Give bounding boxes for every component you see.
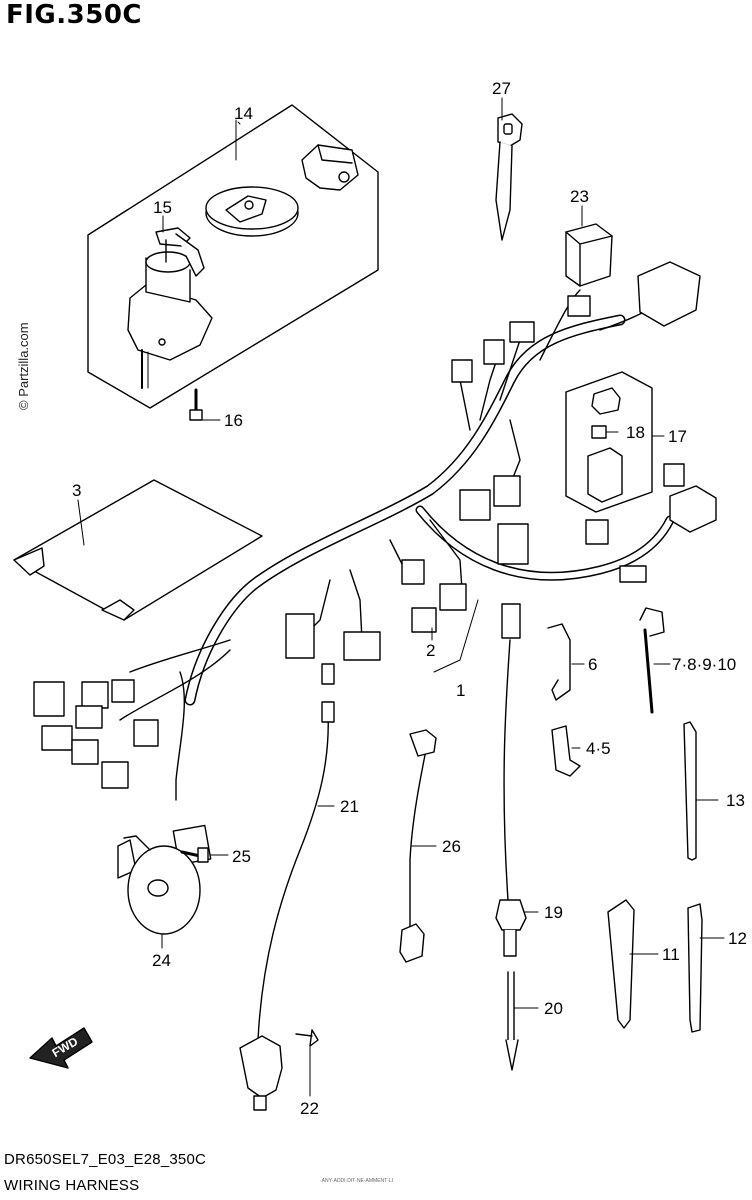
- switch-cable: [495, 603, 527, 1071]
- seat-lock-part: [301, 144, 359, 191]
- fuel-cap-part: [205, 186, 299, 237]
- callout-19: 19: [544, 903, 563, 922]
- figure-code: DR650SEL7_E03_E28_350C: [4, 1151, 207, 1168]
- relay-part: [565, 223, 613, 287]
- figure-title: FIG.350C: [6, 0, 143, 30]
- ignition-switch-part: [127, 227, 213, 389]
- callout-labels: 27 14 15 16 23 18 17 3 2 1 6 7·8·9·10 4·…: [72, 79, 747, 1118]
- horn-part: [117, 835, 209, 935]
- callout-20: 20: [544, 999, 563, 1018]
- callout-21: 21: [340, 797, 359, 816]
- callout-25: 25: [232, 847, 251, 866]
- callout-2: 2: [426, 641, 435, 660]
- callout-6: 6: [588, 655, 597, 674]
- callout-12: 12: [728, 929, 747, 948]
- callout-26: 26: [442, 837, 461, 856]
- callout-24: 24: [152, 951, 171, 970]
- lead-wires: [257, 701, 437, 1041]
- small-print: ·ANY·ADDI·DIT·NE·AMMENT·LI: [320, 1178, 394, 1184]
- callout-16: 16: [224, 411, 243, 430]
- callout-14: 14: [234, 104, 253, 123]
- callout-22: 22: [300, 1099, 319, 1118]
- leader-lines: [77, 97, 725, 1097]
- callout-7-8-9-10: 7·8·9·10: [672, 655, 736, 674]
- callout-4-5: 4·5: [586, 739, 611, 758]
- main-harness-part: [119, 289, 675, 801]
- callout-11: 11: [662, 945, 680, 964]
- callout-15: 15: [153, 198, 172, 217]
- forward-direction-arrow: FWD: [29, 1027, 93, 1069]
- figure-name: WIRING HARNESS: [4, 1177, 140, 1194]
- callout-1: 1: [456, 681, 465, 700]
- callout-18: 18: [626, 423, 645, 442]
- cable-ties: [607, 899, 703, 1033]
- key-blank-part: [495, 113, 523, 241]
- callout-13: 13: [726, 791, 745, 810]
- bolt-16-part: [189, 388, 203, 421]
- fuse-box-frame: [565, 371, 653, 513]
- sensor-part: [239, 1029, 319, 1111]
- callout-17: 17: [668, 427, 687, 446]
- manual-sheet-part: [13, 479, 263, 621]
- callout-23: 23: [570, 187, 589, 206]
- callout-27: 27: [492, 79, 511, 98]
- clamp-parts: [547, 607, 697, 861]
- callout-3: 3: [72, 481, 81, 500]
